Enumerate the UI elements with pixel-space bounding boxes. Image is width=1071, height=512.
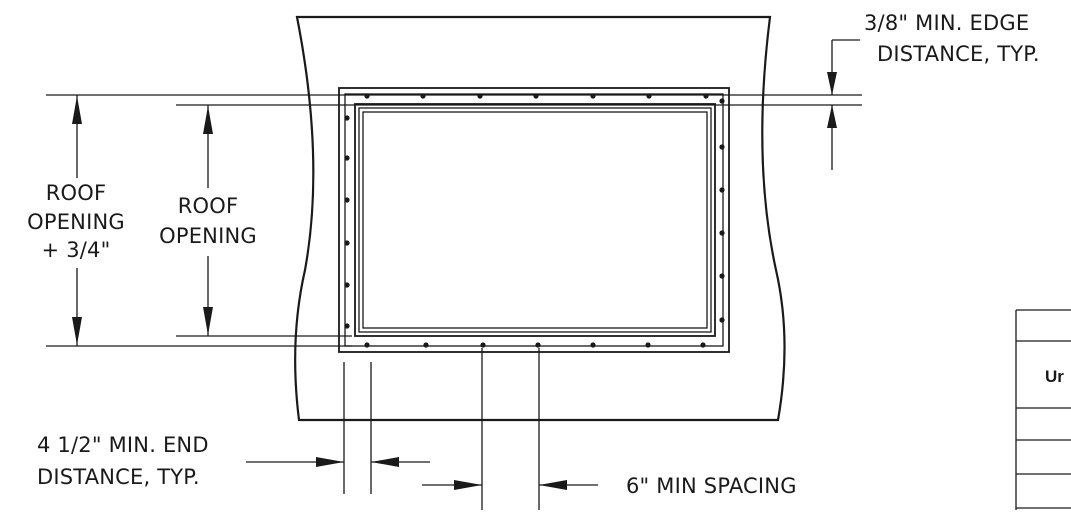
fastener-dot xyxy=(535,342,541,348)
roof-plus-label-line1: ROOF xyxy=(46,181,107,205)
roof-opening-frame-1 xyxy=(354,103,716,337)
fastener-dot xyxy=(344,323,350,329)
fastener-dot xyxy=(344,155,350,161)
fastener-dot xyxy=(477,93,483,99)
fastener-dot xyxy=(719,317,725,323)
partial-table: Ur xyxy=(1015,309,1071,510)
edge-label-line2: DISTANCE, TYP. xyxy=(877,42,1040,66)
spacing-arrow-right xyxy=(454,480,482,490)
fastener-dot xyxy=(364,342,370,348)
outer-dim-arrow-down xyxy=(72,317,82,345)
fastener-dot xyxy=(480,342,486,348)
roof-opening-frame-3 xyxy=(362,111,708,329)
fastener-dot xyxy=(719,144,725,150)
fastener-dot xyxy=(646,93,652,99)
fastener-group xyxy=(344,93,725,348)
edge-label-line1: 3/8" MIN. EDGE xyxy=(864,11,1029,35)
end-label-line1: 4 1/2" MIN. END xyxy=(37,433,209,457)
fastener-dot xyxy=(420,93,426,99)
table-cell-partial: Ur xyxy=(1045,367,1064,386)
fastener-dot xyxy=(344,282,350,288)
roof-opening-frame-2 xyxy=(358,107,712,333)
roof-plus-label-line3: + 3/4" xyxy=(42,238,111,262)
fastener-dot xyxy=(344,115,350,121)
fastener-dot xyxy=(719,230,725,236)
flange-outer xyxy=(338,87,730,353)
edge-dim-arrow-up xyxy=(827,105,837,128)
fastener-dot xyxy=(703,93,709,99)
fastener-dot xyxy=(700,342,706,348)
inner-dim-arrow-up xyxy=(203,106,213,134)
spacing-arrow-left xyxy=(539,480,567,490)
end-arrow-left xyxy=(371,457,399,467)
end-label-line2: DISTANCE, TYP. xyxy=(37,465,200,489)
spacing-label: 6" MIN SPACING xyxy=(626,474,797,498)
fastener-dot xyxy=(533,93,539,99)
edge-dim-arrow-down xyxy=(827,72,837,95)
fastener-dot xyxy=(423,342,429,348)
roof-label-line2: OPENING xyxy=(159,224,257,248)
outer-dim-arrow-up xyxy=(72,96,82,124)
fastener-dot xyxy=(645,342,651,348)
fastener-dot xyxy=(364,93,370,99)
fastener-dot xyxy=(719,187,725,193)
flange-inner xyxy=(344,93,724,347)
end-arrow-right xyxy=(316,457,344,467)
inner-dim-arrow-down xyxy=(203,307,213,335)
roof-label-line1: ROOF xyxy=(178,194,239,218)
fastener-dot xyxy=(344,197,350,203)
fastener-dot xyxy=(719,98,725,104)
roof-plus-label-line2: OPENING xyxy=(27,210,125,234)
fastener-dot xyxy=(590,93,596,99)
fastener-dot xyxy=(344,240,350,246)
fastener-dot xyxy=(719,273,725,279)
fastener-dot xyxy=(590,342,596,348)
